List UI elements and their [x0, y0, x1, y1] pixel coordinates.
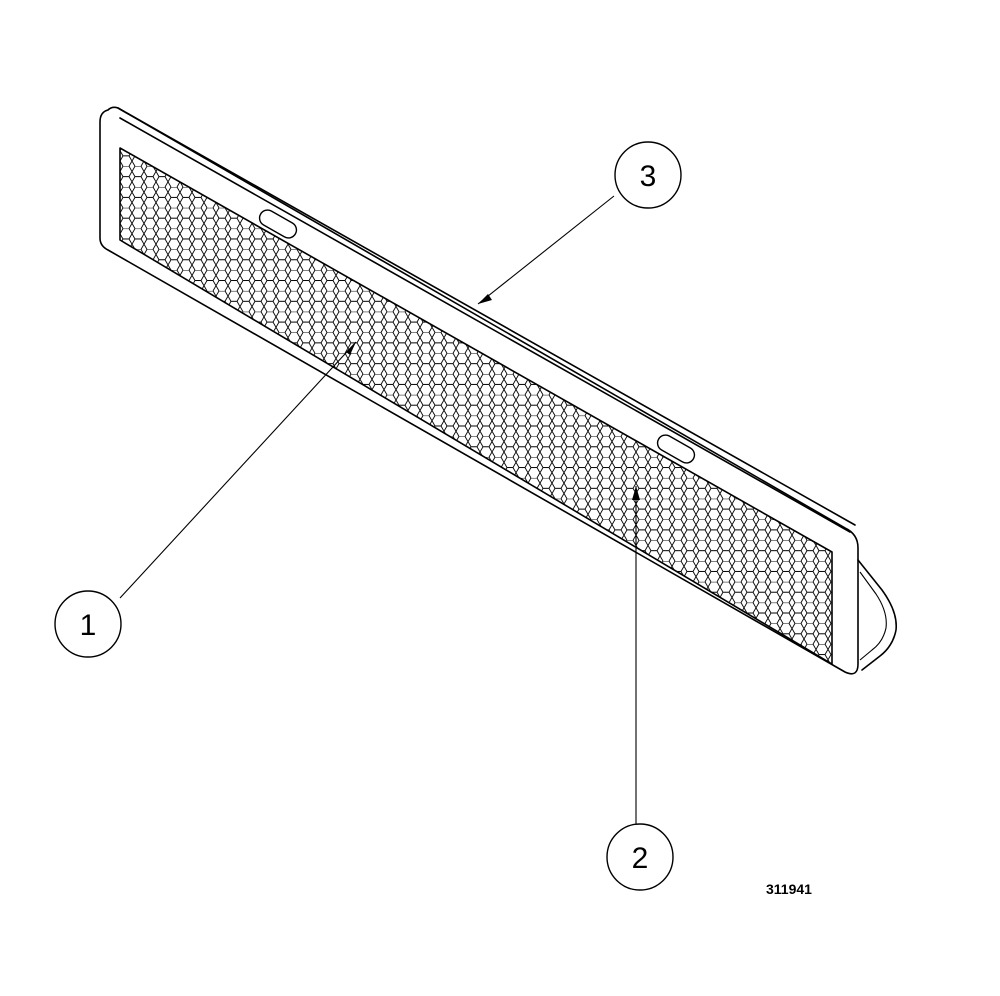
leader-lines	[119, 195, 640, 836]
hex-mesh	[120, 148, 832, 664]
frame-back-edge	[117, 107, 856, 533]
drawing-number: 311941	[766, 881, 812, 897]
frame-outer	[99, 106, 859, 675]
callout-2: 2	[606, 823, 674, 891]
callout-2-label: 2	[632, 842, 649, 875]
end-flange	[857, 559, 898, 671]
callout-1: 1	[54, 590, 122, 658]
callout-3: 3	[614, 141, 682, 209]
end-flange-inner	[859, 571, 887, 661]
callout-3-label: 3	[640, 160, 657, 193]
slot-left	[258, 209, 298, 239]
callout-1-label: 1	[80, 609, 97, 642]
slot-right	[656, 434, 696, 464]
